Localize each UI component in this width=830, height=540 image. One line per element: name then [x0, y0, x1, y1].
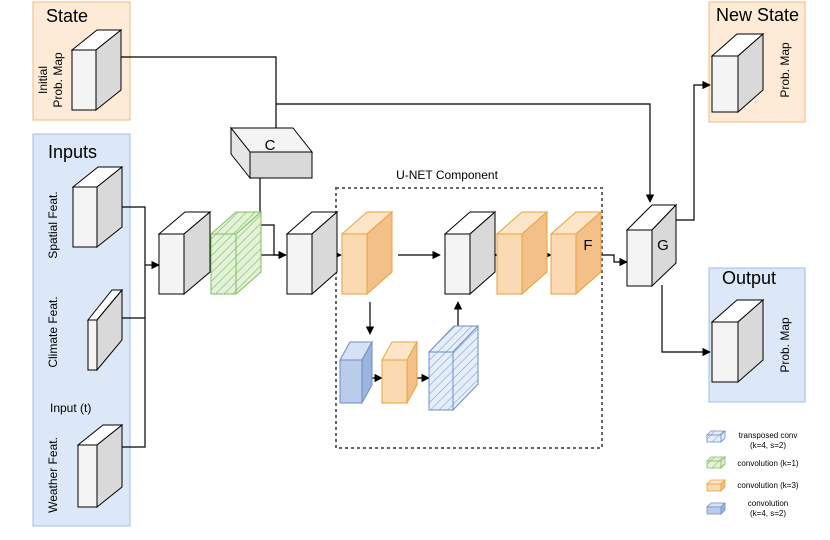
unet-title: U-NET Component — [396, 168, 498, 182]
unet-input-block — [285, 210, 339, 296]
climate-feat-cube — [86, 288, 124, 372]
green-conv-block — [209, 210, 263, 296]
c-block — [229, 126, 314, 180]
blue-conv-block — [339, 340, 373, 405]
legend-conv-down-line1: convolution — [748, 499, 788, 508]
unet-box — [335, 187, 603, 449]
orange-conv-block-2 — [495, 210, 549, 296]
input-merge-block — [157, 210, 212, 296]
weather-feat-cube — [76, 423, 124, 509]
inputs-title: Inputs — [48, 142, 97, 162]
new-state-title: New State — [716, 5, 799, 25]
inputs-input-t-label: Input (t) — [50, 401, 91, 415]
f-label: F — [583, 237, 592, 254]
state-title: State — [46, 6, 88, 26]
inputs-spatial-label: Spatial Feat. — [46, 191, 60, 258]
legend-transposed-line1: transposed conv — [739, 431, 798, 440]
legend-conv1: convolution (k=1) — [737, 459, 798, 468]
state-label-initial: Initial — [36, 66, 50, 94]
inputs-weather-label: Weather Feat. — [46, 437, 60, 513]
g-label: G — [657, 237, 669, 254]
legend-transposed-swatch — [706, 430, 726, 443]
legend-conv3: convolution (k=3) — [737, 481, 798, 490]
output-title: Output — [722, 268, 776, 288]
new-state-map-cube — [710, 32, 765, 114]
c-label: C — [265, 137, 276, 154]
orange-conv-block-1 — [340, 210, 394, 296]
orange-conv-block-f — [549, 210, 603, 296]
legend-conv3-swatch — [706, 479, 726, 492]
output-map-cube — [710, 298, 765, 384]
unet-skip-block — [443, 210, 497, 296]
new-state-label: Prob. Map — [778, 42, 792, 98]
spatial-feat-cube — [71, 165, 124, 249]
g-block — [625, 203, 678, 288]
transposed-conv-block — [427, 324, 480, 412]
legend-transposed-line2: (k=4, s=2) — [750, 441, 786, 450]
legend-conv1-swatch — [706, 456, 726, 469]
legend-conv-down-line2: (k=4, s=2) — [750, 509, 786, 518]
legend-conv-down-swatch — [706, 502, 726, 515]
inputs-climate-label: Climate Feat. — [46, 296, 60, 367]
state-label-prob-map: Prob. Map — [51, 52, 65, 108]
output-label: Prob. Map — [778, 317, 792, 373]
orange-conv-block-small — [381, 340, 418, 405]
state-map-cube — [70, 28, 123, 112]
legend: transposed conv (k=4, s=2) convolution (… — [706, 430, 799, 518]
